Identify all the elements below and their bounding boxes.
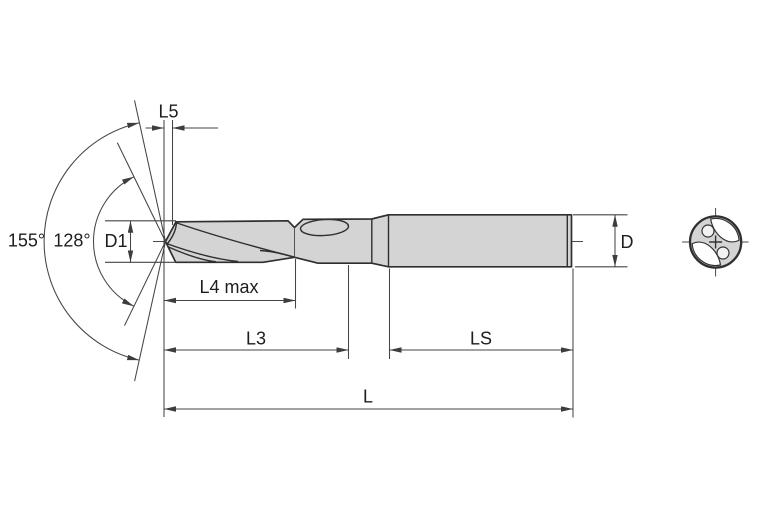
dim-l: L (164, 387, 573, 412)
drill-end-view (682, 208, 749, 277)
center-cross (709, 235, 723, 249)
dim-d1: D1 (104, 220, 176, 263)
coolant-hole-lower (716, 246, 730, 260)
drill-body-outline (164, 213, 573, 268)
coolant-hole-upper (701, 224, 715, 238)
label-flute-length: L3 (246, 329, 266, 349)
label-shank-diameter: D (621, 232, 634, 252)
label-point-angle-inner: 128° (53, 231, 90, 251)
label-usable-flute-length: L4 max (199, 277, 258, 297)
label-cutting-diameter: D1 (104, 231, 127, 251)
flank-line-155 (133, 100, 167, 382)
dim-l4: L4 max (164, 259, 297, 309)
label-shank-length: LS (470, 329, 492, 349)
flute-runout-ellipse (299, 218, 350, 237)
label-overall-length: L (363, 387, 373, 407)
dim-ls: LS (388, 268, 574, 418)
flute-cross-section (691, 217, 740, 267)
drill-side-view (164, 213, 573, 268)
label-point-angle-outer: 155° (8, 231, 45, 251)
flute-helix-lines (166, 222, 295, 263)
point-angle-construction: 155° 128° (8, 100, 167, 382)
dim-l3: L3 (164, 265, 350, 359)
label-point-length: L5 (158, 102, 178, 122)
dim-d: D (573, 214, 634, 268)
angle-arc-128 (93, 176, 135, 307)
angle-arc-155 (43, 122, 140, 361)
dim-l5: L5 (145, 102, 218, 417)
